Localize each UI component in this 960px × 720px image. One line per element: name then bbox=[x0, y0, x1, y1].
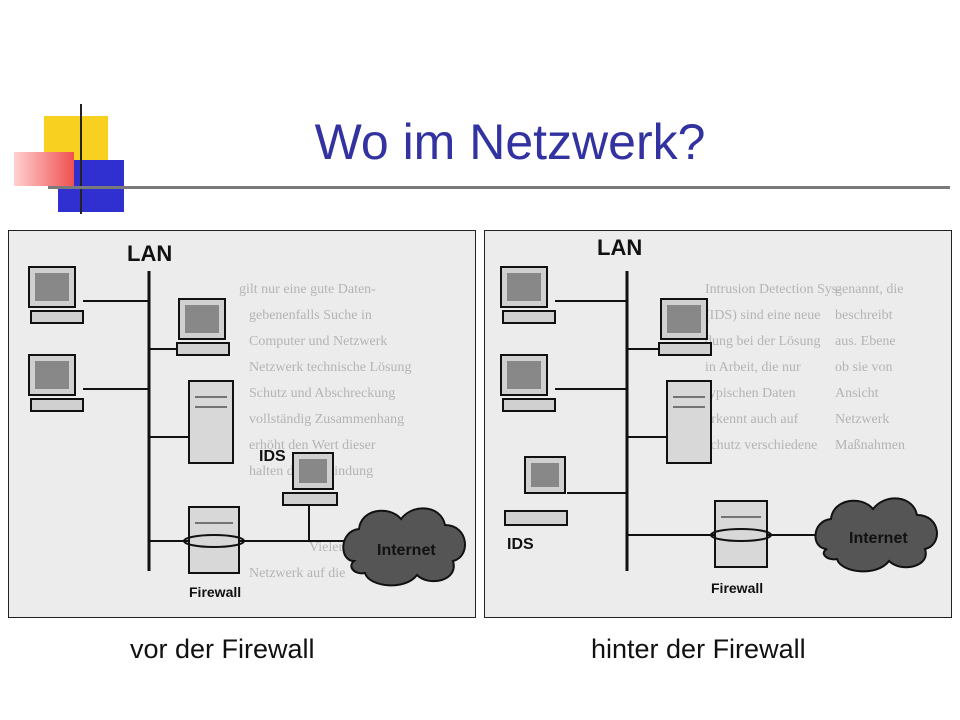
internet-label: Internet bbox=[377, 542, 436, 559]
ids-device bbox=[282, 452, 338, 506]
svg-text:Computer und Netzwerk: Computer und Netzwerk bbox=[249, 334, 387, 349]
ids-label: IDS bbox=[507, 536, 534, 553]
svg-text:gebenenfalls Suche in: gebenenfalls Suche in bbox=[249, 308, 372, 323]
server-tower bbox=[666, 380, 712, 464]
svg-text:Netzwerk auf die: Netzwerk auf die bbox=[249, 566, 345, 581]
svg-text:Intrusion Detection Sys-: Intrusion Detection Sys- bbox=[705, 282, 842, 297]
workstation-2 bbox=[28, 354, 84, 412]
internet-label: Internet bbox=[849, 530, 908, 547]
server-tower bbox=[188, 380, 234, 464]
workstation-1 bbox=[28, 266, 84, 324]
internet-cloud bbox=[814, 497, 938, 573]
firewall-label: Firewall bbox=[189, 584, 241, 600]
network-diagram-left: gilt nur eine gute Daten- gebenenfalls S… bbox=[28, 241, 466, 600]
svg-text:schutz verschiedene: schutz verschiedene bbox=[705, 438, 817, 453]
diagram-ids-behind-firewall: Intrusion Detection Sys- (IDS) sind eine… bbox=[484, 230, 952, 618]
lan-label: LAN bbox=[597, 235, 642, 260]
svg-text:Schutz und Abschreckung: Schutz und Abschreckung bbox=[249, 386, 395, 401]
ids-label: IDS bbox=[259, 448, 286, 465]
svg-text:erkennt auch auf: erkennt auch auf bbox=[705, 412, 799, 427]
title-divider bbox=[48, 186, 950, 189]
slide-title: Wo im Netzwerk? bbox=[314, 114, 706, 170]
svg-text:in Arbeit, die nur: in Arbeit, die nur bbox=[705, 360, 801, 375]
svg-text:erhöht den Wert dieser: erhöht den Wert dieser bbox=[249, 438, 376, 453]
svg-text:dung bei der Lösung: dung bei der Lösung bbox=[705, 334, 820, 349]
workstation-3 bbox=[658, 298, 712, 356]
svg-text:Ansicht: Ansicht bbox=[835, 386, 879, 401]
caption-behind-firewall: hinter der Firewall bbox=[591, 634, 806, 664]
firewall-label: Firewall bbox=[711, 580, 763, 596]
caption-before-firewall: vor der Firewall bbox=[130, 634, 315, 664]
svg-text:genannt, die: genannt, die bbox=[835, 282, 903, 297]
workstation-2 bbox=[500, 354, 556, 412]
svg-text:gilt nur eine gute Daten-: gilt nur eine gute Daten- bbox=[239, 282, 376, 297]
internet-cloud bbox=[342, 507, 466, 587]
firewall-device bbox=[710, 500, 772, 568]
firewall-device bbox=[183, 506, 245, 574]
deco-vertical-line bbox=[80, 104, 82, 214]
svg-text:vollständig Zusammenhang: vollständig Zusammenhang bbox=[249, 412, 404, 427]
svg-text:(IDS) sind eine neue: (IDS) sind eine neue bbox=[705, 308, 820, 323]
background-text-texture: Intrusion Detection Sys- (IDS) sind eine… bbox=[705, 282, 905, 453]
ids-device bbox=[504, 456, 568, 526]
svg-text:aus. Ebene: aus. Ebene bbox=[835, 334, 896, 349]
workstation-1 bbox=[500, 266, 556, 324]
svg-text:Maßnahmen: Maßnahmen bbox=[835, 438, 905, 453]
svg-text:typischen Daten: typischen Daten bbox=[705, 386, 796, 401]
background-text-texture: gilt nur eine gute Daten- gebenenfalls S… bbox=[239, 282, 412, 581]
network-diagram-right: Intrusion Detection Sys- (IDS) sind eine… bbox=[500, 235, 938, 596]
svg-text:Netzwerk technische Lösung: Netzwerk technische Lösung bbox=[249, 360, 412, 375]
svg-text:Netzwerk: Netzwerk bbox=[835, 412, 889, 427]
deco-red-block bbox=[14, 152, 74, 186]
svg-text:beschreibt: beschreibt bbox=[835, 308, 893, 323]
lan-label: LAN bbox=[127, 241, 172, 266]
diagram-ids-before-firewall: gilt nur eine gute Daten- gebenenfalls S… bbox=[8, 230, 476, 618]
workstation-3 bbox=[176, 298, 230, 356]
svg-text:ob sie von: ob sie von bbox=[835, 360, 893, 375]
